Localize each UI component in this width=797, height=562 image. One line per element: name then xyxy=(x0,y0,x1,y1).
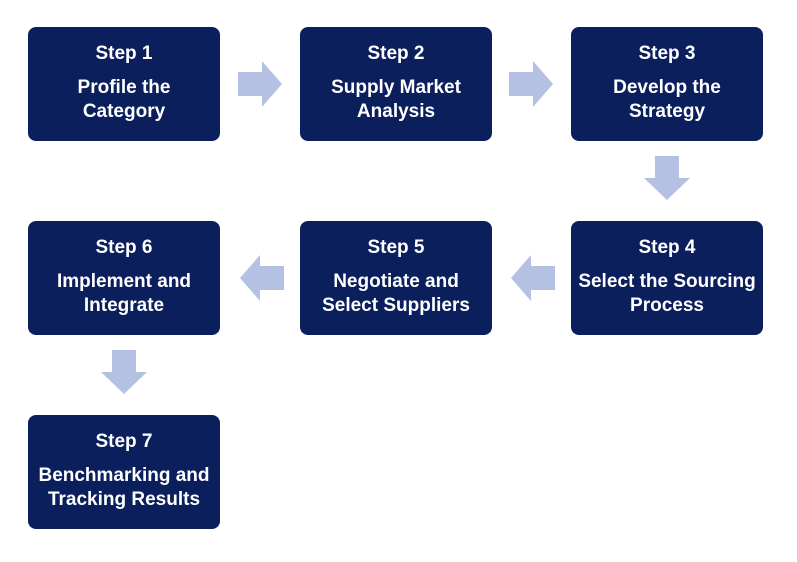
step-7-number: Step 7 xyxy=(95,431,153,452)
step-7-box: Step 7 Benchmarking and Tracking Results xyxy=(28,415,220,529)
arrow-right-icon xyxy=(509,61,553,107)
step-5-box: Step 5 Negotiate and Select Suppliers xyxy=(300,221,492,335)
step-1-label: Profile the Category xyxy=(32,76,216,124)
arrow-down-icon xyxy=(101,350,147,394)
step-4-label: Select the Sourcing Process xyxy=(575,270,759,318)
step-5-label-line-2: Select Suppliers xyxy=(322,295,470,316)
step-7-label-line-2: Tracking Results xyxy=(47,489,201,510)
arrow-left-icon xyxy=(240,255,284,301)
step-6-label-line-1: Implement and xyxy=(56,271,192,292)
step-2-number: Step 2 xyxy=(367,43,425,64)
step-4-box: Step 4 Select the Sourcing Process xyxy=(571,221,763,335)
step-6-label: Implement and Integrate xyxy=(32,270,216,318)
step-5-label: Negotiate and Select Suppliers xyxy=(304,270,488,318)
step-6-number: Step 6 xyxy=(95,237,153,258)
step-3-label-line-1: Develop the xyxy=(613,77,721,98)
step-3-label: Develop the Strategy xyxy=(575,76,759,124)
step-4-label-line-2: Process xyxy=(630,295,704,316)
step-3-box: Step 3 Develop the Strategy xyxy=(571,27,763,141)
arrow-right-icon xyxy=(238,61,282,107)
step-2-label-line-1: Supply Market xyxy=(331,77,461,98)
step-7-label-line-1: Benchmarking and xyxy=(38,465,210,486)
step-6-label-line-2: Integrate xyxy=(83,295,165,316)
step-3-label-line-2: Strategy xyxy=(628,101,706,122)
step-1-label-line-1: Profile the xyxy=(77,77,171,98)
step-2-label: Supply Market Analysis xyxy=(304,76,488,124)
step-6-box: Step 6 Implement and Integrate xyxy=(28,221,220,335)
step-2-label-line-2: Analysis xyxy=(356,101,436,122)
step-1-box: Step 1 Profile the Category xyxy=(28,27,220,141)
step-3-number: Step 3 xyxy=(638,43,696,64)
arrow-down-icon xyxy=(644,156,690,200)
step-2-box: Step 2 Supply Market Analysis xyxy=(300,27,492,141)
arrow-left-icon xyxy=(511,255,555,301)
step-7-label: Benchmarking and Tracking Results xyxy=(32,464,216,512)
step-4-label-line-1: Select the Sourcing xyxy=(578,271,756,292)
step-5-label-line-1: Negotiate and xyxy=(333,271,459,292)
step-4-number: Step 4 xyxy=(638,237,696,258)
step-1-number: Step 1 xyxy=(95,43,153,64)
step-1-label-line-2: Category xyxy=(82,101,166,122)
step-5-number: Step 5 xyxy=(367,237,425,258)
